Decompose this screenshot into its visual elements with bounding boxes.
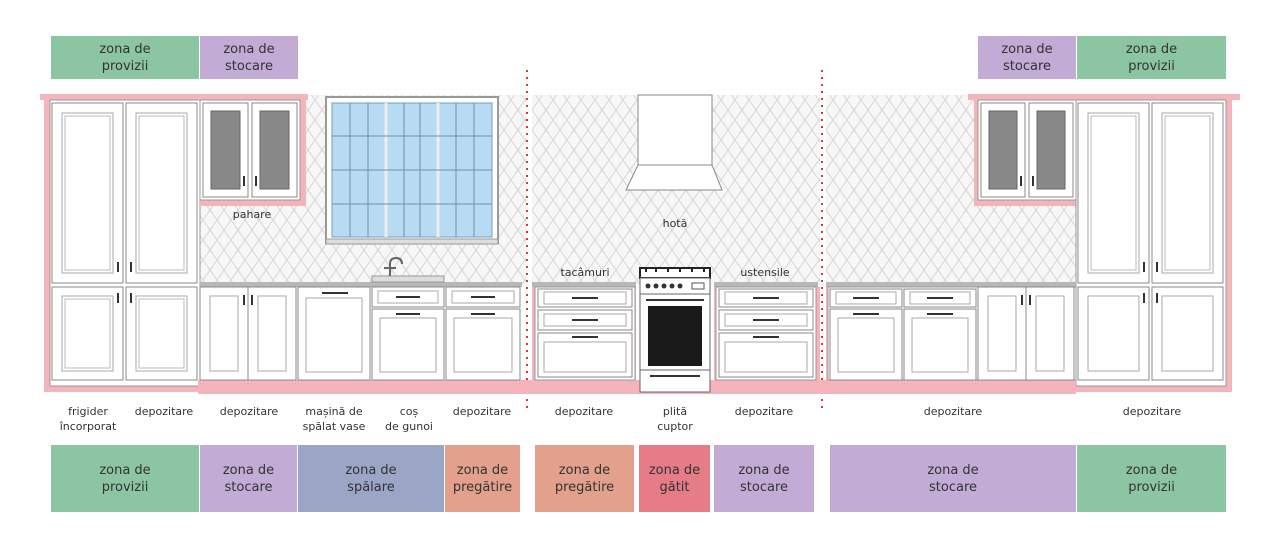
upper-left-glass-cabinet: [198, 94, 308, 206]
stove-oven: [639, 267, 711, 393]
label-depozitare-2: depozitare: [219, 405, 279, 418]
countertops: [200, 282, 1076, 287]
label-hota: hotă: [662, 217, 688, 230]
label-ustensile: ustensile: [740, 266, 790, 279]
zone-bottom-provizii-left: zona de provizii: [51, 445, 199, 512]
zone-bottom-stocare-3: zona de stocare: [830, 445, 1076, 512]
zone-top-provizii-left: zona de provizii: [51, 36, 199, 79]
zone-bottom-pregatire-2: zona de pregătire: [535, 445, 634, 512]
zone-bottom-provizii-right: zona de provizii: [1077, 445, 1226, 512]
label-pahare: pahare: [232, 208, 272, 221]
upper-right-glass-cabinet: [968, 94, 1078, 206]
base-cabinets-center: [532, 286, 820, 394]
range-hood: [625, 94, 723, 191]
label-plita: plită cuptor: [657, 405, 693, 433]
base-cabinets-right: [826, 286, 1077, 394]
label-depozitare-4: depozitare: [554, 405, 614, 418]
right-tall-cabinet: [1074, 94, 1240, 392]
label-tacamuri: tacâmuri: [560, 266, 610, 279]
left-tall-cabinet: [40, 94, 201, 392]
label-depozitare-3: depozitare: [452, 405, 512, 418]
zone-bottom-stocare-1: zona de stocare: [200, 445, 297, 512]
label-cos: coș de gunoi: [385, 405, 433, 433]
label-frigider: frigider încorporat: [59, 405, 117, 433]
zone-top-provizii-right: zona de provizii: [1077, 36, 1226, 79]
label-masina: mașină de spălat vase: [302, 405, 366, 433]
zone-bottom-gatit: zona de gătit: [639, 445, 710, 512]
label-depozitare-7: depozitare: [1122, 405, 1182, 418]
label-depozitare-6: depozitare: [923, 405, 983, 418]
zone-top-stocare-right: zona de stocare: [978, 36, 1076, 79]
sink-faucet: [371, 256, 445, 283]
window: [325, 96, 499, 245]
label-depozitare-1: depozitare: [134, 405, 194, 418]
zone-bottom-stocare-2: zona de stocare: [714, 445, 814, 512]
zone-bottom-pregatire-1: zona de pregătire: [445, 445, 520, 512]
base-cabinets-left: [199, 286, 521, 381]
label-depozitare-5: depozitare: [734, 405, 794, 418]
zone-top-stocare-left: zona de stocare: [200, 36, 298, 79]
zone-bottom-spalare: zona de spălare: [298, 445, 444, 512]
